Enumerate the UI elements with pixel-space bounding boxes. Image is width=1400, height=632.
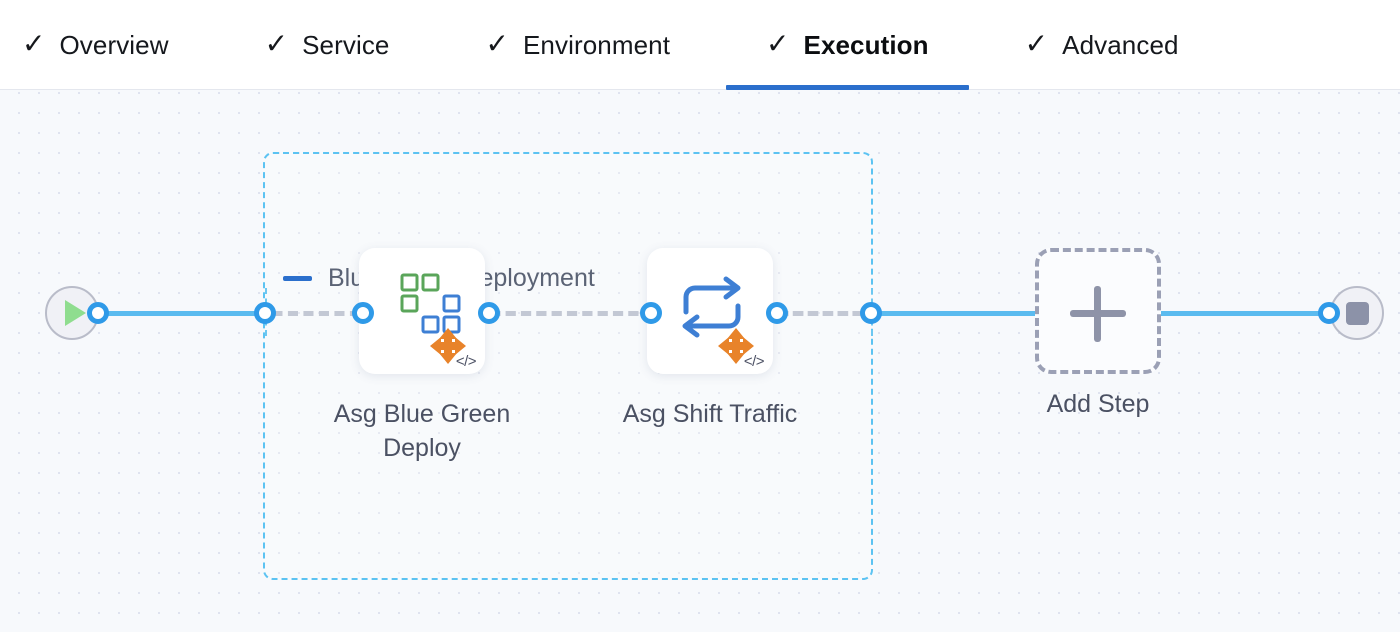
group-exit-port[interactable]: [860, 302, 882, 324]
minus-icon[interactable]: [283, 276, 312, 281]
tab-label: Execution: [803, 29, 929, 60]
tab-advanced[interactable]: ✓ Advanced: [1025, 0, 1179, 90]
check-icon: ✓: [485, 28, 509, 59]
stop-icon: [1345, 301, 1369, 325]
stage-tab-list: ✓ Overview ✓ Service ✓ Environment ✓ Exe…: [22, 0, 1179, 90]
check-icon: ✓: [766, 28, 790, 59]
step2-input-port[interactable]: [640, 302, 662, 324]
group-entry-port[interactable]: [254, 302, 276, 324]
plus-icon-vertical: [1094, 286, 1101, 342]
tab-service[interactable]: ✓ Service: [265, 0, 390, 90]
check-icon: ✓: [264, 28, 289, 59]
asg-shift-traffic-icon: [682, 276, 754, 364]
tab-label: Service: [302, 29, 390, 60]
asg-blue-green-deploy-icon: [400, 273, 466, 364]
play-icon: [65, 300, 86, 326]
step-label-asg-blue-green-deploy: Asg Blue Green Deploy: [333, 400, 511, 462]
tab-label: Environment: [522, 29, 671, 60]
check-icon: ✓: [1024, 28, 1049, 59]
tab-active-underline: [726, 85, 969, 90]
edge-add-step-to-end: [1158, 311, 1338, 316]
edge-start-to-group: [98, 311, 268, 316]
step-group-blue-green-deployment[interactable]: [263, 152, 873, 580]
step-node-asg-blue-green-deploy[interactable]: </>: [359, 248, 485, 374]
edge-step1-to-step2: [488, 311, 648, 316]
tab-environment[interactable]: ✓ Environment: [486, 0, 671, 90]
stage-tab-bar: ✓ Overview ✓ Service ✓ Environment ✓ Exe…: [0, 0, 1400, 90]
tab-overview[interactable]: ✓ Overview: [22, 0, 169, 90]
edge-step2-to-group-exit: [776, 311, 872, 316]
tab-label: Advanced: [1062, 29, 1179, 60]
code-glyph-icon: </>: [743, 353, 765, 370]
edge-group-entry-to-step1: [270, 311, 362, 316]
end-node-input-port[interactable]: [1318, 302, 1340, 324]
execution-graph-canvas[interactable]: </> Asg Blue Green Deploy </>: [0, 90, 1400, 632]
tab-label: Overview: [59, 29, 169, 60]
check-icon: ✓: [22, 28, 46, 59]
step1-output-port[interactable]: [478, 302, 500, 324]
start-node-output-port[interactable]: [87, 302, 109, 324]
edge-group-exit-to-add-step: [872, 311, 1040, 316]
add-step-label: Add Step: [1046, 390, 1150, 418]
code-glyph-icon: </>: [455, 353, 477, 370]
add-step-button[interactable]: [1035, 248, 1161, 374]
step-label-asg-shift-traffic: Asg Shift Traffic: [622, 400, 798, 428]
step2-output-port[interactable]: [766, 302, 788, 324]
tab-execution[interactable]: ✓ Execution: [726, 0, 969, 90]
step-node-asg-shift-traffic[interactable]: </>: [647, 248, 773, 374]
step1-input-port[interactable]: [352, 302, 374, 324]
